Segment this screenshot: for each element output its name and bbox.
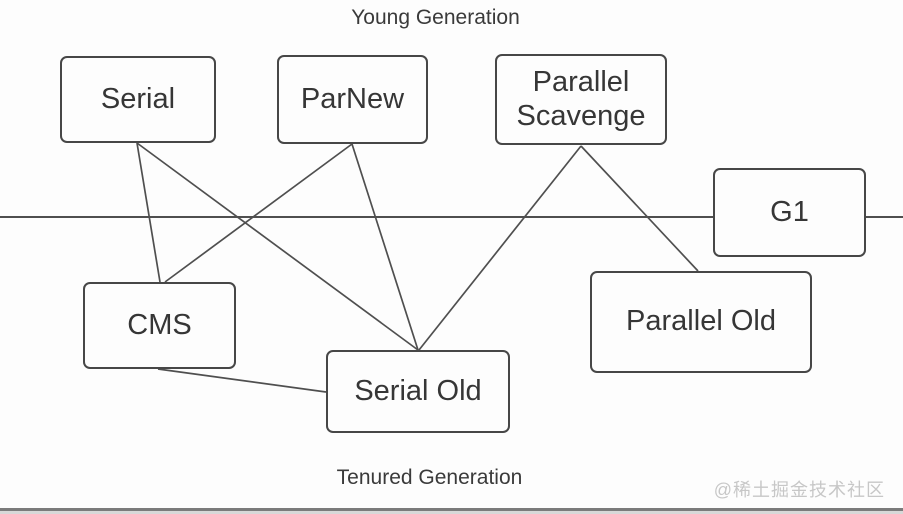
node-parnew: ParNew <box>277 55 428 144</box>
edge-parnew-cms <box>164 143 353 283</box>
watermark-text: @稀土掘金技术社区 <box>713 480 885 500</box>
node-g1: G1 <box>713 168 866 257</box>
edge-serial-cms <box>136 142 161 283</box>
young-generation-label: Young Generation <box>351 6 520 29</box>
edge-serial-serial-old <box>136 142 419 351</box>
node-parallel-old: Parallel Old <box>590 271 812 373</box>
node-parallel-scavenge: Parallel Scavenge <box>495 54 667 145</box>
edge-parallel-scavenge-serial-old <box>418 145 582 351</box>
node-serial-old: Serial Old <box>326 350 510 433</box>
edge-parnew-serial-old <box>351 143 419 351</box>
bottom-border-dark <box>0 508 903 511</box>
tenured-generation-label: Tenured Generation <box>336 466 523 489</box>
bottom-border-light <box>0 511 903 514</box>
edge-parallel-scavenge-parallel-old <box>580 145 699 272</box>
edge-cms-serial-old <box>157 368 327 393</box>
node-serial: Serial <box>60 56 216 143</box>
node-cms: CMS <box>83 282 236 369</box>
